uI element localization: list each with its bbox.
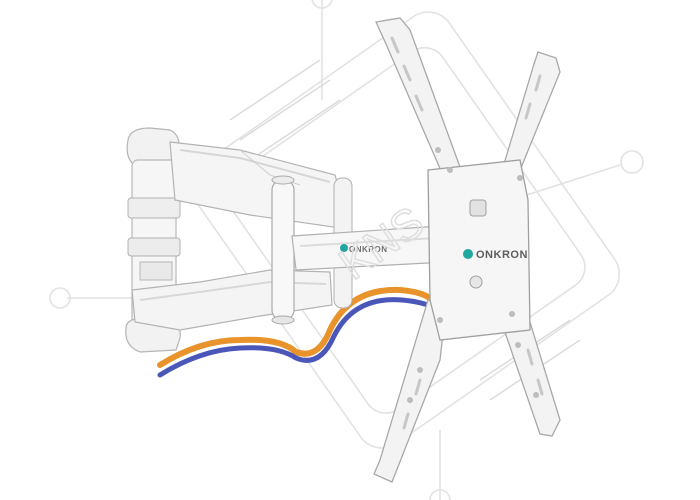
cable xyxy=(157,286,437,378)
upper-arm xyxy=(169,141,346,229)
tv-bracket xyxy=(373,17,561,483)
bracket-brand-label: ONKRON xyxy=(476,249,528,261)
arm-brand-label: ONKRON xyxy=(349,245,388,254)
